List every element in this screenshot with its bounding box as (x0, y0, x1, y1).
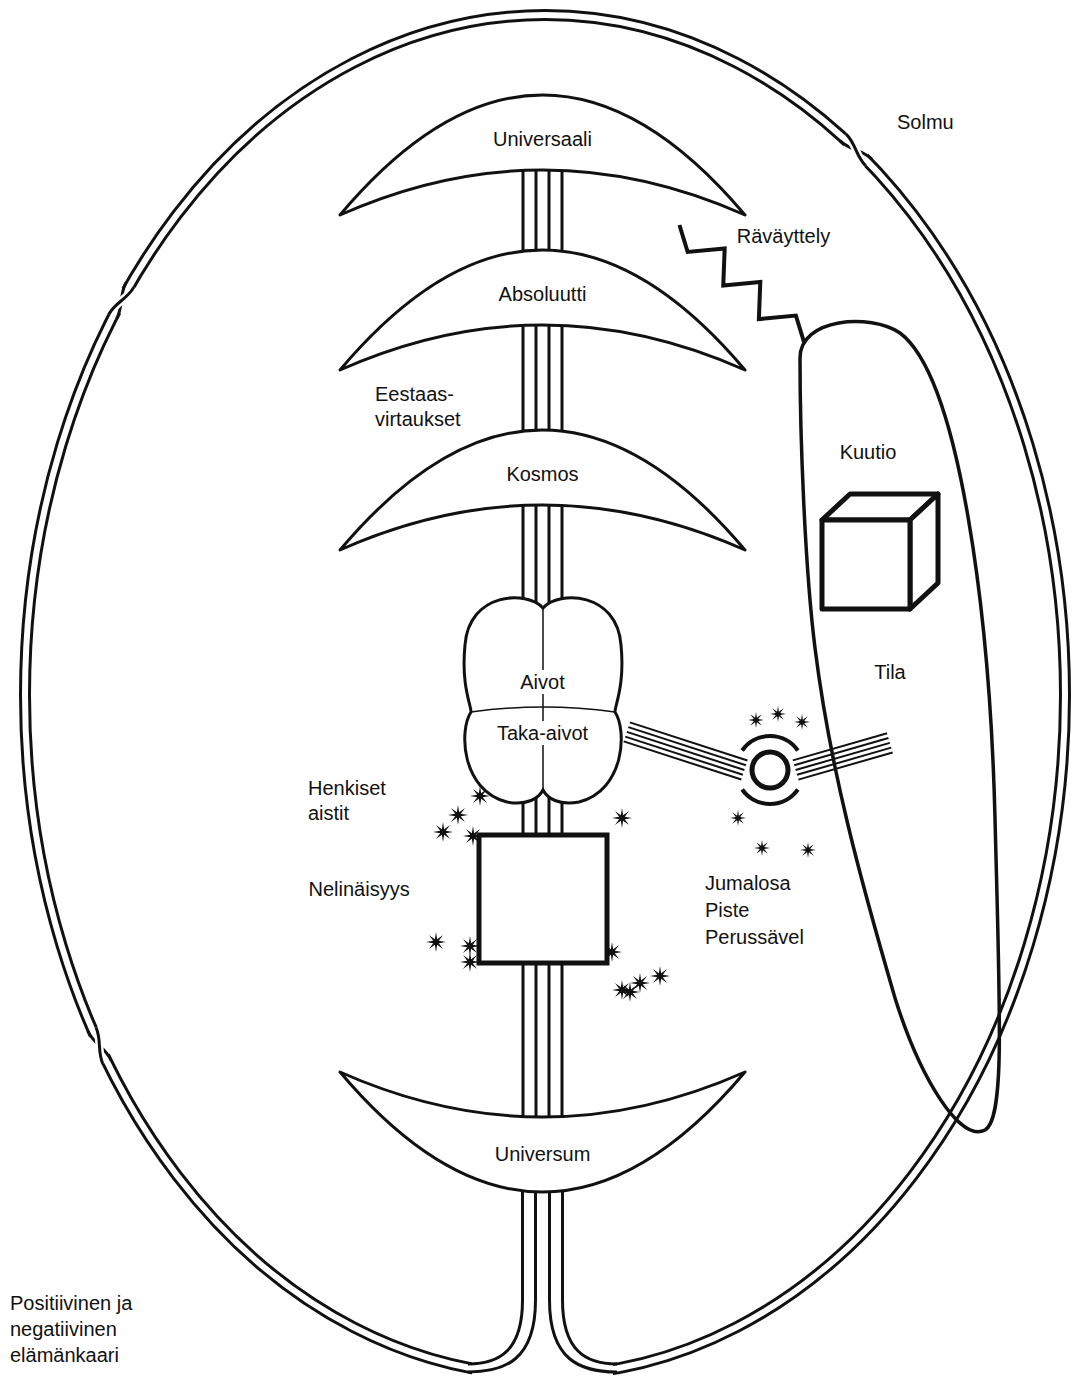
star-mark (650, 966, 670, 986)
star-mark (800, 842, 816, 858)
crescent-band: Kosmos (335, 430, 750, 555)
star-mark (730, 810, 746, 826)
connector (793, 733, 893, 779)
twist-strand (96, 1027, 103, 1063)
flow-label: Eestaas- virtaukset (375, 382, 485, 432)
halo-arc (742, 736, 798, 750)
twist-strand (109, 287, 134, 314)
crescent-outline (340, 250, 745, 370)
node-text: Taka-aivot (494, 721, 591, 745)
star-mark (426, 932, 446, 952)
crescent-band-shape (335, 1067, 750, 1192)
node-text: Jumalosa Piste Perussävel (705, 870, 817, 951)
edge-label: Räväyttely (737, 224, 830, 249)
node-text: Absoluutti (499, 282, 587, 306)
cube-figure-shape (818, 490, 942, 613)
ring-twist (840, 134, 872, 166)
crescent-band-shape (335, 95, 750, 220)
connector-line (798, 752, 892, 779)
ring-gap (25, 15, 1065, 1375)
node-text: Universaali (493, 127, 592, 151)
crescent-band-shape (335, 250, 750, 375)
crescent-outline (340, 430, 745, 550)
twist-strand (846, 134, 865, 166)
square-box-shape (479, 835, 607, 963)
region-outline (800, 322, 999, 1132)
ring-twist (108, 283, 134, 319)
brain-outline (464, 598, 622, 803)
connector-line (625, 737, 743, 775)
hindbrain-line (471, 707, 615, 712)
brain-shape: AivotTaka-aivot (457, 590, 629, 805)
star-mark (620, 982, 640, 1002)
square-box: Nelinäisyys (479, 835, 607, 963)
divine-point-shape (738, 738, 802, 802)
star-mark (770, 706, 786, 722)
node-text: Nelinäisyys (309, 877, 410, 901)
star-mark (794, 714, 810, 730)
space-region-shape (760, 318, 1005, 1135)
life-arc-label: Positiivinen ja negatiivinen elämänkaari (10, 1290, 150, 1368)
node-text: Kuutio (840, 440, 897, 464)
brain-midline (542, 608, 544, 790)
node-text: Tila (874, 660, 905, 684)
connector-line (624, 741, 742, 779)
crescent-band: Universaali (335, 95, 750, 220)
star-mark (612, 808, 632, 828)
ring-twist (86, 1027, 112, 1063)
knot-label: Solmu (897, 110, 954, 135)
halo-arc (742, 790, 798, 804)
crescent-band: Universum (335, 1067, 750, 1192)
crescent-band: Absoluutti (335, 250, 750, 375)
twist-under (109, 287, 134, 314)
star-mark (748, 712, 764, 728)
point-circle (752, 752, 788, 788)
cube-face (822, 520, 910, 609)
twist-under (846, 134, 865, 166)
node-text: Kosmos (506, 462, 578, 486)
cube-face (910, 494, 938, 609)
connector-line (630, 722, 748, 760)
space-region: Tila Kuutio (760, 318, 1005, 1135)
ring-knots (86, 134, 871, 1064)
crescent-outline (340, 1072, 745, 1192)
cube-figure: Kuutio (818, 490, 942, 613)
square-outline (479, 835, 607, 963)
senses-label: Henkiset aistit (308, 776, 403, 826)
node-text: Universum (495, 1142, 591, 1166)
connector-line (628, 727, 746, 765)
connector-line (627, 732, 745, 770)
crescent-outline (340, 95, 745, 215)
star-mark (754, 840, 770, 856)
star-mark (433, 822, 453, 842)
cube-drawing (822, 494, 938, 609)
crescent-band-shape (335, 430, 750, 555)
star-mark (448, 805, 468, 825)
ring-outer (25, 15, 1065, 1375)
life-arc-ring (25, 15, 1065, 1385)
divine-point: Jumalosa Piste Perussävel (738, 738, 802, 802)
connector-line (797, 748, 891, 775)
connector (624, 722, 748, 779)
brain-shape-shape (457, 590, 629, 805)
node-text: Aivot (517, 670, 567, 694)
twist-under (96, 1027, 103, 1063)
